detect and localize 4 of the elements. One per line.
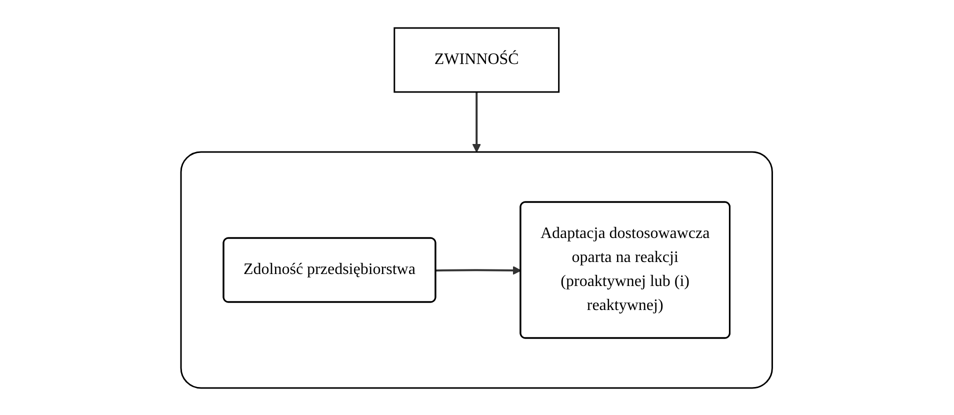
node-box bbox=[394, 26, 560, 92]
arrow bbox=[436, 266, 522, 274]
cluster bbox=[180, 150, 774, 388]
arrow bbox=[472, 92, 482, 152]
